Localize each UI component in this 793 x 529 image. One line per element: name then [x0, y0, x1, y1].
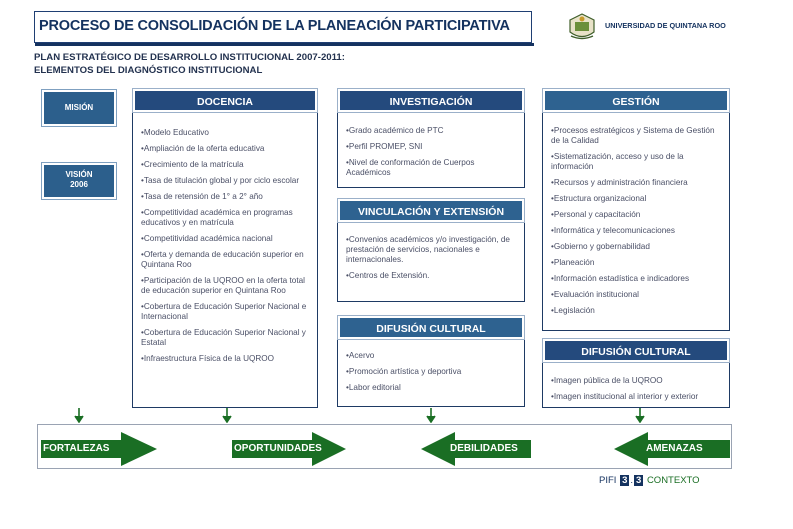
investigacion-list: Grado académico de PTC Perfil PROMEP, SN… — [338, 112, 524, 178]
list-item: Imagen pública de la UQROO — [551, 376, 723, 386]
difusion-cultural-right-header: DIFUSIÓN CULTURAL — [542, 338, 730, 363]
list-item: Oferta y demanda de educación superior e… — [141, 250, 311, 270]
list-item: Imagen institucional al interior y exter… — [551, 392, 723, 402]
vision-year: 2006 — [70, 180, 88, 189]
list-item: Tasa de retensión de 1° a 2° año — [141, 192, 311, 202]
vision-button[interactable]: VISIÓN 2006 — [41, 162, 117, 200]
docencia-panel: DOCENCIA Modelo Educativo Ampliación de … — [132, 88, 318, 408]
list-item: Perfil PROMEP, SNI — [346, 142, 518, 152]
left-arrow-icon — [421, 432, 531, 466]
list-item: Crecimiento de la matrícula — [141, 160, 311, 170]
gestion-list: Procesos estratégicos y Sistema de Gesti… — [543, 112, 729, 316]
list-item: Modelo Educativo — [141, 128, 311, 138]
list-item: Competitividad académica en programas ed… — [141, 208, 311, 228]
list-item: Convenios académicos y/o investigación, … — [346, 235, 518, 265]
foda-panel — [37, 424, 732, 469]
difusion-cultural-right-panel: DIFUSIÓN CULTURAL Imagen pública de la U… — [542, 338, 730, 408]
vinculacion-header: VINCULACIÓN Y EXTENSIÓN — [337, 198, 525, 223]
list-item: Participación de la UQROO en la oferta t… — [141, 276, 311, 296]
list-item: Estructura organizacional — [551, 194, 723, 204]
footer-badge-2: 3 — [634, 475, 644, 486]
gestion-header: GESTIÓN — [542, 88, 730, 113]
list-item: Evaluación institucional — [551, 290, 723, 300]
list-item: Acervo — [346, 351, 518, 361]
debilidades-label: DEBILIDADES — [450, 443, 518, 454]
mision-label: MISIÓN — [64, 103, 94, 112]
amenazas-arrow: AMENAZAS — [614, 432, 730, 466]
gestion-panel: GESTIÓN Procesos estratégicos y Sistema … — [542, 88, 730, 331]
docencia-list: Modelo Educativo Ampliación de la oferta… — [133, 112, 317, 364]
list-item: Infraestructura Física de la UQROO — [141, 354, 311, 364]
down-arrow-icon — [74, 408, 84, 423]
investigacion-header: INVESTIGACIÓN — [337, 88, 525, 113]
list-item: Procesos estratégicos y Sistema de Gesti… — [551, 126, 723, 146]
list-item: Sistematización, acceso y uso de la info… — [551, 152, 723, 172]
investigacion-panel: INVESTIGACIÓN Grado académico de PTC Per… — [337, 88, 525, 188]
fortalezas-label: FORTALEZAS — [43, 443, 110, 454]
list-item: Cobertura de Educación Superior Nacional… — [141, 302, 311, 322]
list-item: Planeación — [551, 258, 723, 268]
subtitle-plan: PLAN ESTRATÉGICO DE DESARROLLO INSTITUCI… — [34, 52, 345, 63]
footer-badge-1: 3 — [620, 475, 630, 486]
down-arrow-icon — [222, 408, 232, 423]
footer-separator: . — [630, 475, 633, 486]
difusion-cultural-panel: DIFUSIÓN CULTURAL Acervo Promoción artís… — [337, 315, 525, 407]
right-arrow-icon — [232, 432, 346, 466]
vinculacion-list: Convenios académicos y/o investigación, … — [338, 222, 524, 281]
list-item: Promoción artística y deportiva — [346, 367, 518, 377]
difusion-cultural-right-list: Imagen pública de la UQROO Imagen instit… — [543, 362, 729, 402]
down-arrow-icon — [635, 408, 645, 423]
list-item: Recursos y administración financiera — [551, 178, 723, 188]
footer-contexto: CONTEXTO — [646, 475, 700, 486]
university-crest-icon — [569, 13, 595, 40]
left-arrow-icon — [614, 432, 730, 466]
list-item: Nivel de conformación de Cuerpos Académi… — [346, 158, 518, 178]
oportunidades-arrow: OPORTUNIDADES — [232, 432, 346, 466]
list-item: Información estadística e indicadores — [551, 274, 723, 284]
subtitle-elements: ELEMENTOS DEL DIAGNÓSTICO INSTITUCIONAL — [34, 65, 263, 76]
list-item: Grado académico de PTC — [346, 126, 518, 136]
list-item: Cobertura de Educación Superior Nacional… — [141, 328, 311, 348]
amenazas-label: AMENAZAS — [646, 443, 703, 454]
page-title: PROCESO DE CONSOLIDACIÓN DE LA PLANEACIÓ… — [34, 11, 534, 46]
oportunidades-label: OPORTUNIDADES — [234, 443, 322, 454]
difusion-cultural-list: Acervo Promoción artística y deportiva L… — [338, 339, 524, 393]
list-item: Legislación — [551, 306, 723, 316]
right-arrow-icon — [41, 432, 157, 466]
list-item: Labor editorial — [346, 383, 518, 393]
footer-prefix: PIFI — [599, 475, 617, 486]
down-arrow-icon — [426, 408, 436, 423]
list-item: Personal y capacitación — [551, 210, 723, 220]
debilidades-arrow: DEBILIDADES — [421, 432, 531, 466]
mision-button[interactable]: MISIÓN — [41, 89, 117, 127]
list-item: Informática y telecomunicaciones — [551, 226, 723, 236]
footer-pifi: PIFI 3.3 CONTEXTO — [599, 475, 700, 486]
list-item: Competitividad académica nacional — [141, 234, 311, 244]
docencia-header: DOCENCIA — [132, 88, 318, 113]
list-item: Centros de Extensión. — [346, 271, 518, 281]
list-item: Ampliación de la oferta educativa — [141, 144, 311, 154]
list-item: Gobierno y gobernabilidad — [551, 242, 723, 252]
university-name: UNIVERSIDAD DE QUINTANA ROO — [605, 21, 726, 30]
vinculacion-panel: VINCULACIÓN Y EXTENSIÓN Convenios académ… — [337, 198, 525, 302]
list-item: Tasa de titulación global y por ciclo es… — [141, 176, 311, 186]
vision-label: VISIÓN — [65, 170, 93, 179]
fortalezas-arrow: FORTALEZAS — [41, 432, 157, 466]
difusion-cultural-header: DIFUSIÓN CULTURAL — [337, 315, 525, 340]
